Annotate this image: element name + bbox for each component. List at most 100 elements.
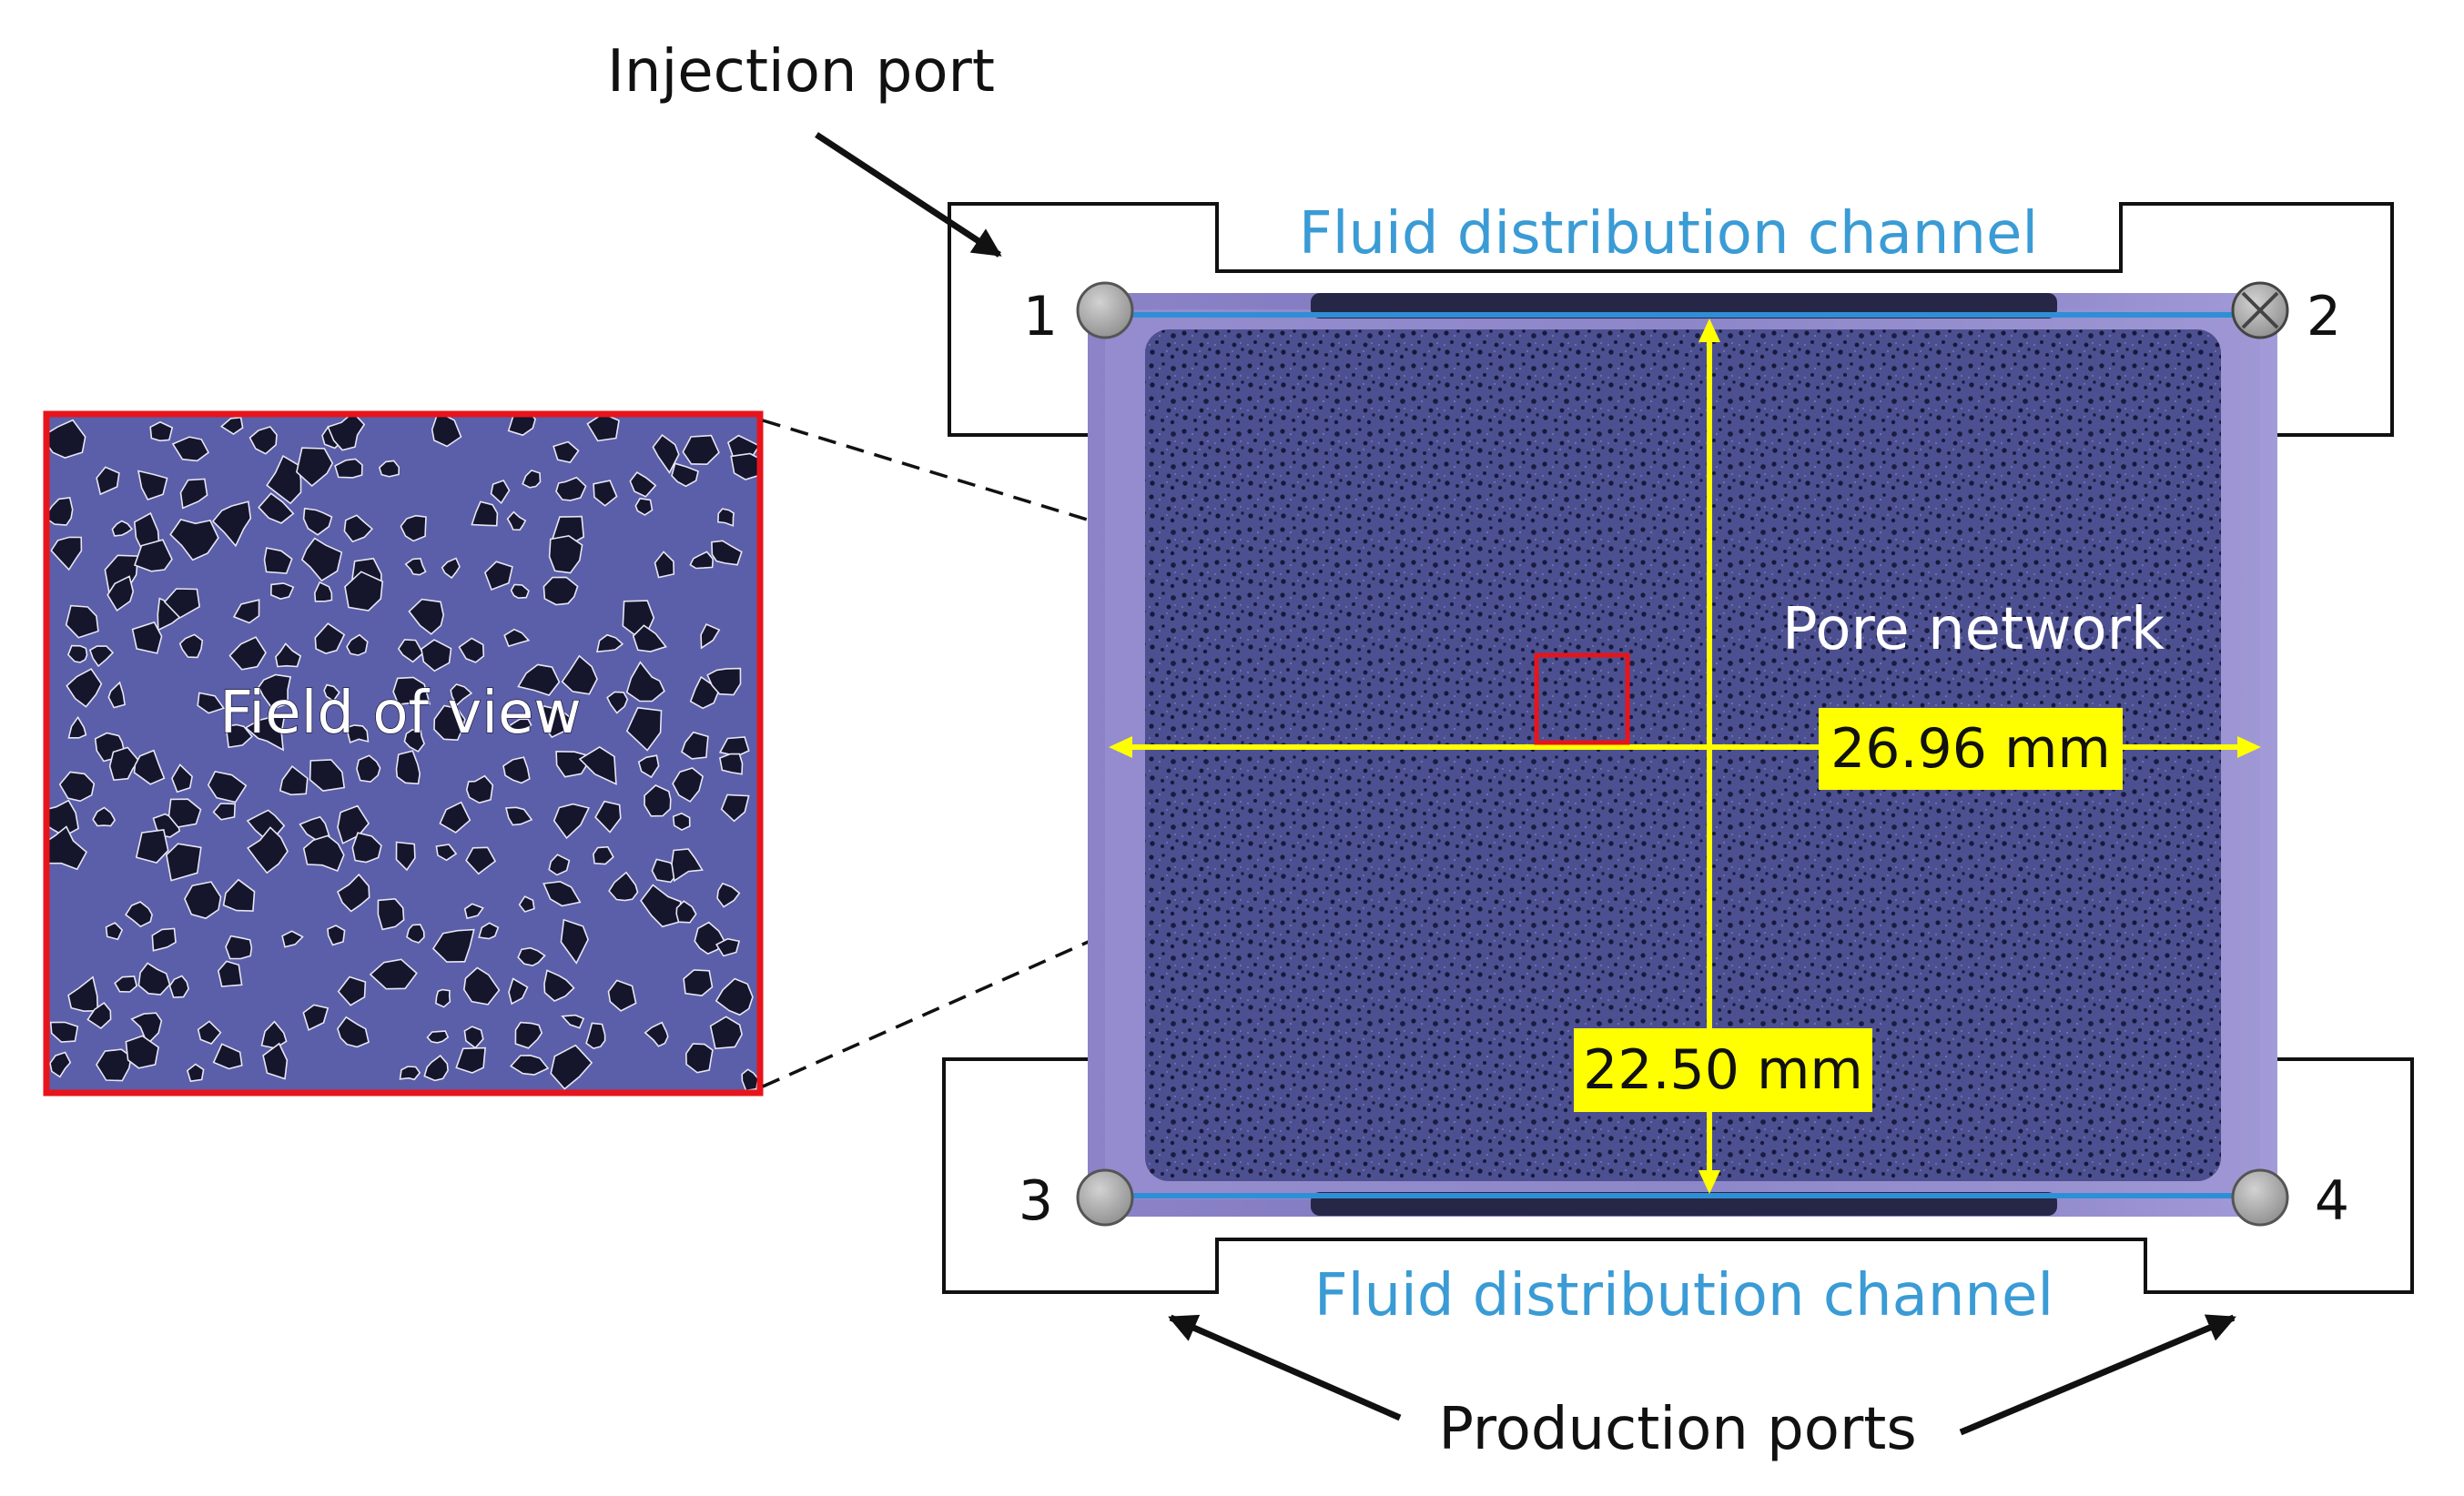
grain [212, 803, 237, 821]
grain [718, 753, 744, 775]
grain [625, 661, 665, 703]
grain [462, 966, 501, 1006]
grain [67, 975, 99, 1013]
grain [186, 1063, 205, 1083]
grain [652, 433, 680, 474]
grain [435, 988, 451, 1008]
grain [151, 927, 177, 952]
grain [522, 469, 542, 489]
injection-port-arrow [815, 132, 1002, 258]
grain [439, 801, 472, 834]
grain [334, 458, 363, 479]
grain [689, 551, 715, 570]
grain [548, 854, 571, 876]
grain [608, 871, 639, 902]
bottom-channel-label: Fluid distribution channel [1314, 1262, 2053, 1329]
grain [106, 575, 135, 612]
grain [336, 873, 370, 913]
grain [49, 825, 88, 871]
grain [369, 958, 418, 990]
grain [593, 845, 614, 865]
grain [595, 633, 624, 653]
grain [197, 692, 225, 714]
grain [49, 1051, 72, 1078]
grain [137, 470, 168, 500]
grain [263, 547, 293, 574]
grain [404, 557, 427, 576]
grain [247, 826, 289, 874]
grain [517, 946, 546, 967]
grain [675, 900, 697, 924]
grain [108, 746, 140, 782]
grain [178, 633, 204, 659]
grain [507, 718, 532, 734]
grain [302, 834, 345, 873]
grain [131, 621, 163, 654]
grain [135, 829, 169, 864]
production-arrow-right [1959, 1314, 2236, 1436]
grain [435, 844, 458, 862]
grain [67, 715, 87, 739]
grain [327, 925, 346, 946]
grain [709, 1016, 743, 1050]
grain [258, 492, 295, 524]
port-1-open-icon [1076, 281, 1134, 339]
grain [720, 793, 750, 823]
grain [730, 452, 757, 480]
grain [561, 1014, 585, 1029]
grain [543, 969, 575, 1002]
grain [197, 1020, 222, 1045]
pore-network-label: Pore network [1782, 596, 2165, 663]
grain [207, 770, 248, 804]
grain [672, 767, 705, 803]
grain [107, 681, 126, 709]
grain [593, 480, 618, 507]
grain [49, 419, 86, 459]
grain [671, 462, 699, 488]
grain [681, 731, 709, 760]
grain [105, 922, 124, 941]
grain [212, 1043, 243, 1070]
grain [504, 806, 533, 826]
grain [163, 588, 201, 619]
pore-network-area [1145, 329, 2221, 1181]
grain [171, 436, 210, 462]
grain [111, 520, 134, 537]
grain [629, 471, 657, 498]
grain [378, 460, 401, 478]
grain [542, 880, 582, 907]
grain [606, 691, 629, 714]
grain [392, 676, 431, 705]
width-arrow-right [2237, 736, 2261, 758]
grain [503, 628, 531, 648]
grain [548, 534, 583, 574]
grain [50, 536, 83, 571]
grain [346, 633, 369, 656]
grain [490, 480, 511, 505]
field-of-view-inset: Field of view [43, 410, 764, 1097]
grain [637, 754, 660, 779]
grain [166, 843, 202, 882]
grain [351, 832, 382, 864]
grain [133, 539, 173, 572]
grain [260, 1020, 288, 1049]
grain [86, 1002, 112, 1030]
grain [133, 749, 166, 785]
grain [275, 642, 302, 668]
grain [211, 500, 252, 548]
grain [66, 668, 103, 708]
grain [96, 1048, 132, 1082]
grain [169, 518, 219, 561]
grain [168, 975, 189, 998]
width-arrow-left [1109, 736, 1132, 758]
grain [309, 759, 346, 792]
grain [421, 639, 452, 672]
grain [585, 1022, 606, 1049]
grain [219, 417, 244, 435]
grain [403, 729, 426, 753]
grain [248, 426, 278, 455]
grain [323, 683, 340, 703]
grain [465, 846, 497, 875]
grain [684, 1043, 714, 1074]
